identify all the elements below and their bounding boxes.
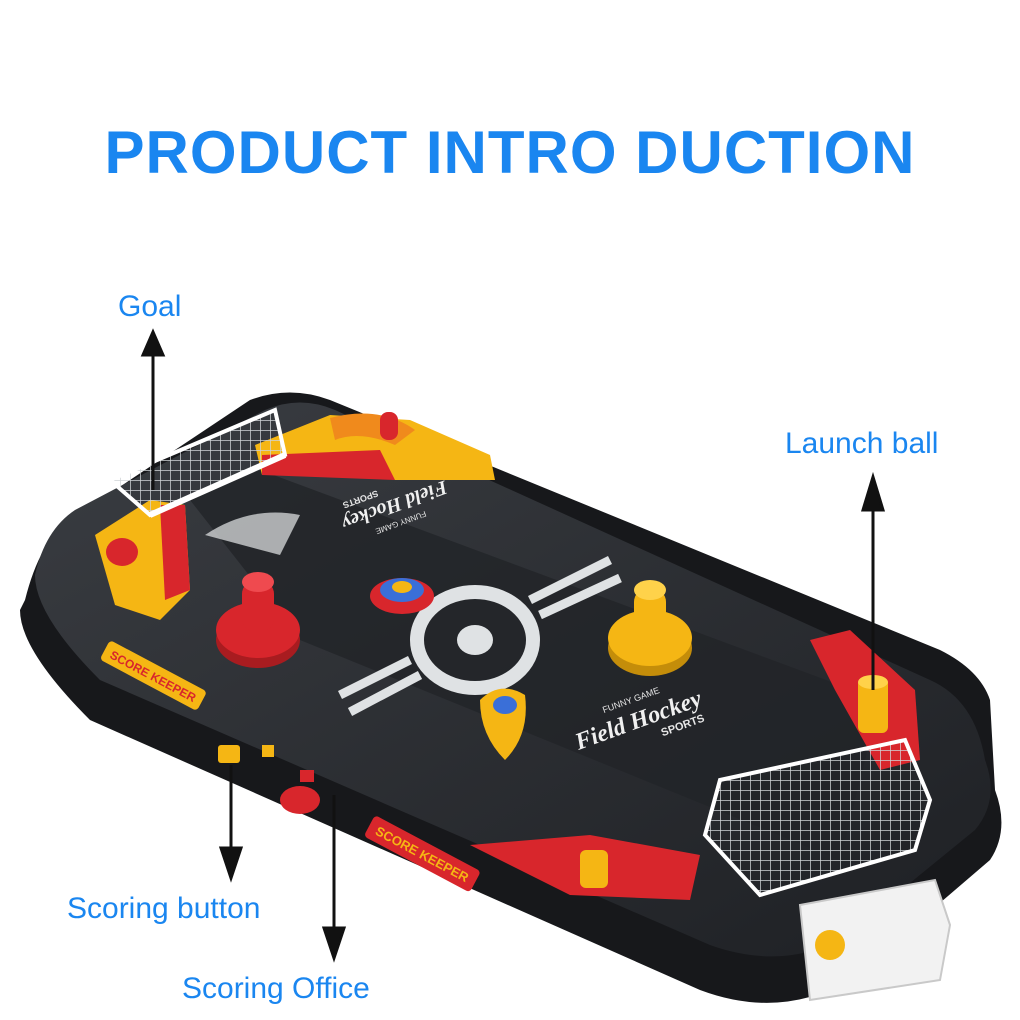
score-indicator: [262, 745, 274, 757]
top-left-bumpers: [95, 412, 495, 620]
right-bumpers: [470, 630, 920, 900]
goal-arrow-head: [140, 328, 166, 357]
scoring-button-label: Scoring button: [67, 892, 261, 925]
goal-crease: [205, 512, 300, 555]
scoring-office-arrow-head: [321, 926, 347, 963]
page-title: PRODUCT INTRO DUCTION: [104, 119, 916, 186]
red-mallet: [216, 572, 300, 668]
score-slot: [300, 770, 314, 782]
scoring-office: [280, 786, 320, 814]
scoring-button: [218, 745, 240, 763]
goal-net-right: [702, 737, 933, 898]
scoring-button-arrow-head: [218, 846, 244, 883]
goal-label: Goal: [118, 290, 182, 323]
scoring-office-label: Scoring Office: [182, 972, 370, 1005]
yellow-puck: [480, 688, 526, 760]
launch-arrow-head: [860, 471, 886, 512]
callout-arrows: [140, 328, 886, 963]
launch-ball-label: Launch ball: [785, 427, 939, 460]
center-circle: [337, 555, 622, 716]
yellow-mallet: [608, 580, 692, 676]
red-puck: [370, 578, 434, 614]
ball-chute: [798, 878, 952, 1002]
